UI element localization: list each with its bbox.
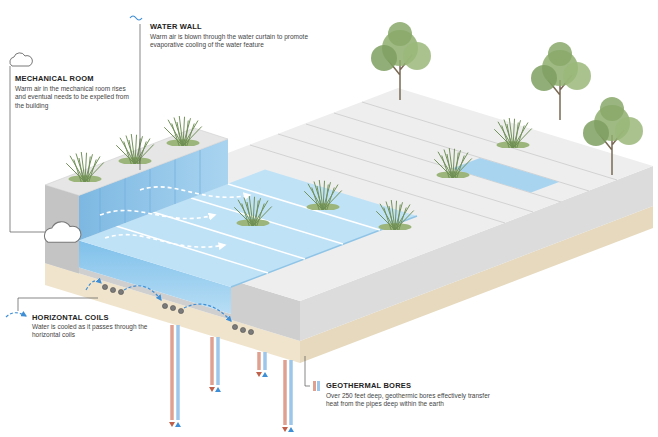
coil	[110, 287, 115, 292]
cloud-icon	[10, 53, 32, 66]
curtain-line	[150, 169, 151, 213]
bore-pipe	[283, 360, 287, 425]
bores	[172, 325, 291, 425]
bore-pipe	[257, 352, 261, 370]
bore-icon	[317, 381, 320, 391]
leader-line	[305, 356, 310, 386]
curtain-line	[200, 150, 201, 194]
coil	[162, 303, 167, 308]
leader-line	[18, 298, 98, 311]
step-line	[334, 113, 589, 191]
arrow-up	[215, 387, 221, 392]
bore-pipe	[170, 325, 174, 420]
coil	[240, 327, 245, 332]
leader-lines	[10, 24, 310, 386]
bore-arrows	[169, 372, 294, 432]
curtain-line	[125, 178, 126, 223]
arrow-up	[175, 422, 181, 427]
coil-icon	[6, 313, 26, 317]
step-line	[153, 212, 305, 259]
air-flow	[100, 187, 250, 247]
bore-pipe	[176, 325, 180, 420]
curtain-line	[175, 159, 176, 204]
coil	[102, 284, 107, 289]
coil	[170, 305, 175, 310]
coil	[118, 289, 123, 294]
grass	[234, 196, 272, 227]
grass	[66, 152, 104, 183]
coil-arrow	[86, 281, 101, 290]
callout-text: Water is cooled as it passes through the…	[32, 323, 162, 340]
tree	[583, 97, 643, 175]
callout-text: Warm air is blown through the water curt…	[150, 33, 340, 50]
tree	[371, 22, 431, 100]
grass	[304, 180, 342, 211]
grass	[376, 200, 414, 231]
arrow-down	[209, 387, 215, 392]
callout-heading: WATER WALL	[150, 22, 202, 31]
ground-surface	[45, 88, 653, 301]
water-icon	[130, 16, 142, 20]
coil	[248, 329, 253, 334]
callout-heading: GEOTHERMAL BORES	[326, 381, 411, 390]
air-arrow	[140, 187, 250, 197]
bore-pipe	[263, 352, 267, 370]
coil-arrow	[184, 304, 231, 321]
bore-pipe	[289, 360, 293, 425]
grass	[434, 148, 472, 179]
arrow-up	[262, 372, 268, 377]
callout-text: Warm air in the mechanical room rises an…	[15, 85, 135, 110]
arrow-up	[288, 427, 294, 432]
coil-arrow	[124, 286, 161, 300]
arrow-down	[169, 422, 175, 427]
planter-top	[45, 128, 228, 196]
grass	[164, 116, 202, 147]
coil	[232, 324, 237, 329]
curtain-line	[100, 188, 101, 232]
step-line	[228, 184, 380, 230]
warm-air-cloud	[44, 222, 80, 242]
callout-text: Over 250 feet deep, geothermic bores eff…	[326, 392, 491, 409]
callout-heading: MECHANICAL ROOM	[15, 74, 94, 83]
bore-icon	[313, 381, 316, 391]
grass	[494, 118, 532, 149]
arrow-down	[256, 372, 262, 377]
air-arrow	[100, 210, 215, 218]
grass	[116, 134, 154, 165]
bore-pipe	[210, 337, 214, 385]
leader-line	[140, 24, 141, 170]
coil	[178, 308, 183, 313]
step-line	[306, 124, 561, 202]
tree	[531, 42, 591, 120]
step-line	[116, 226, 268, 273]
arrow-down	[282, 427, 288, 432]
air-arrow	[105, 235, 225, 247]
bore-pipe	[216, 337, 220, 385]
callout-heading: HORIZONTAL COILS	[32, 313, 109, 322]
